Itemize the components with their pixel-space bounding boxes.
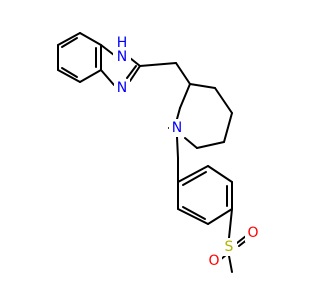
bond-aryl-5 xyxy=(177,208,209,225)
bond-imid-c-nh xyxy=(100,44,115,56)
bond-pip-6 xyxy=(176,107,181,120)
bond-pip-5 xyxy=(189,83,216,89)
bond-benz-5 xyxy=(57,69,81,83)
bond-imid-c2-n xyxy=(129,65,141,82)
bond-imid-c2-n-double xyxy=(126,65,137,79)
atom-label-layer: H N N N S O O xyxy=(113,35,261,270)
bond-benz-2 xyxy=(79,32,102,46)
bond-layer xyxy=(57,32,249,273)
bond-aryl-inner-1 xyxy=(182,171,207,186)
atom-sulfur: S xyxy=(221,238,237,256)
bond-aryl-inner-3 xyxy=(182,206,206,220)
atom-imine-n: N xyxy=(114,79,130,97)
atom-imine-nitrogen: N xyxy=(117,80,127,96)
atom-oxygen-bottom: O xyxy=(206,252,222,270)
bond-aryl-1 xyxy=(177,165,209,183)
atom-nh-hydrogen: H xyxy=(117,35,128,51)
bond-pip-3 xyxy=(223,112,233,143)
bond-s-o-right-1 xyxy=(236,235,247,244)
atom-oxygen-right-label: O xyxy=(247,225,258,241)
atom-oxygen-right: O xyxy=(245,224,261,242)
bond-pip-2 xyxy=(196,141,225,149)
bond-imid-n-c xyxy=(100,69,115,86)
bond-aryl-2 xyxy=(207,165,233,183)
atom-sulfur-label: S xyxy=(225,239,234,255)
atom-nh: H N xyxy=(113,35,131,65)
bond-benz-6 xyxy=(79,69,102,83)
molecule-structure: H N N N S O O xyxy=(57,32,261,273)
atom-oxygen-bottom-label: O xyxy=(208,253,219,269)
bond-pip-n-c xyxy=(184,137,198,149)
bond-linker-2 xyxy=(175,62,191,85)
bond-benz-3 xyxy=(57,32,81,46)
bond-aryl-4 xyxy=(207,208,233,225)
atom-piperidine-nitrogen: N xyxy=(172,120,182,136)
bond-aryl-s xyxy=(228,208,233,239)
bond-linker-1 xyxy=(139,62,177,67)
atom-piperidine-n: N xyxy=(169,119,185,137)
bond-benz-inner-3 xyxy=(61,67,78,78)
atom-nh-nitrogen: N xyxy=(117,49,127,65)
bond-n-ch2 xyxy=(176,136,179,159)
bond-s-methyl xyxy=(228,255,233,273)
bond-pip-1 xyxy=(179,83,191,109)
bond-benz-inner-2 xyxy=(61,37,78,48)
bond-pip-4 xyxy=(214,87,233,114)
bond-imid-nh-c2 xyxy=(129,57,141,67)
